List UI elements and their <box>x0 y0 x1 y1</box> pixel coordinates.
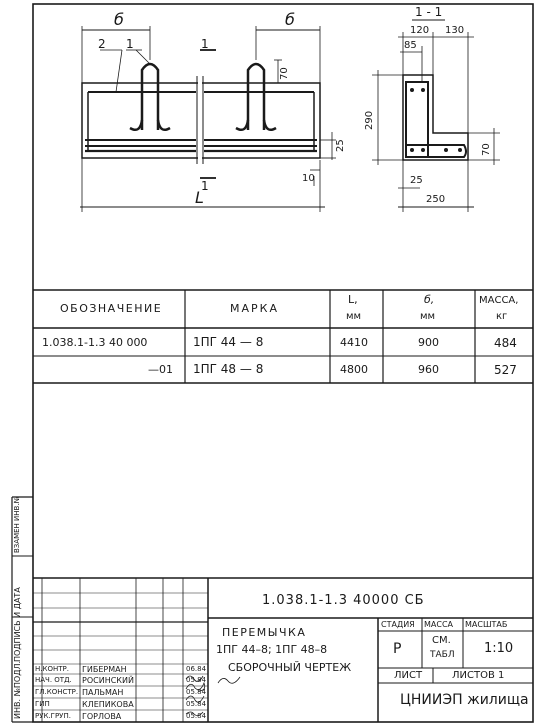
stage-header: СТАДИЯ <box>381 620 415 629</box>
dim-25-elev: 25 <box>335 139 346 152</box>
section-1-1 <box>372 19 500 212</box>
staff-name: КЛЕПИКОВА <box>82 700 134 709</box>
mass-header: МАССА <box>424 620 454 629</box>
staff-date: 05.84 <box>186 700 207 708</box>
margin-label-sign: ПОДПИСЬ И ДАТА <box>13 587 22 662</box>
th-mark: МАРКА <box>230 302 279 315</box>
margin-label-replace: ВЗАМЕН ИНВ.№ <box>13 496 21 553</box>
staff-name: РОСИНСКИЙ <box>82 676 134 685</box>
th-L-unit: мм <box>346 311 362 322</box>
th-mass-unit: кг <box>496 311 508 322</box>
dim-L: L <box>195 188 204 207</box>
row-2-designation: —01 <box>148 363 173 376</box>
mass-value-2: ТАБЛ <box>430 650 455 660</box>
sheet-header: ЛИСТ <box>394 670 423 681</box>
section-dim-70: 70 <box>481 143 492 156</box>
elevation-view <box>80 26 336 212</box>
staff-date: 05.84 <box>186 688 207 696</box>
row-1-b: 900 <box>418 336 439 349</box>
row-1-mark: 1ПГ 44 — 8 <box>193 335 264 349</box>
row-1-designation: 1.038.1-1.3 40 000 <box>42 336 148 349</box>
row-2-mark: 1ПГ 48 — 8 <box>193 362 264 376</box>
staff-name: ПАЛЬМАН <box>82 688 124 697</box>
mass-value-1: СМ. <box>432 635 451 646</box>
staff-role: РУК.ГРУП. <box>35 712 71 720</box>
callout-1: 1 <box>126 37 134 51</box>
sheet-frame <box>32 3 534 723</box>
title-name-3: СБОРОЧНЫЙ ЧЕРТЕЖ <box>228 661 352 674</box>
staff-role: ГИП <box>35 700 50 708</box>
margin-label-inv: ИНВ. №ПОДЛ. <box>13 660 22 719</box>
row-2-L: 4800 <box>340 363 368 376</box>
title-block-grid <box>33 577 533 722</box>
scale-header: МАСШТАБ <box>465 620 508 629</box>
row-1-L: 4410 <box>340 336 368 349</box>
th-mass: МАССА, <box>479 295 519 306</box>
dim-70-top: 70 <box>279 67 290 80</box>
section-dim-130: 130 <box>445 25 465 36</box>
dim-b-right: б <box>285 10 295 29</box>
section-dim-85: 85 <box>404 40 417 51</box>
staff-role: Н.КОНТР. <box>35 665 69 673</box>
section-mark-bottom: 1 <box>201 179 209 193</box>
section-dim-290: 290 <box>364 110 375 130</box>
section-dim-25: 25 <box>410 175 423 186</box>
section-dim-250: 250 <box>426 194 446 205</box>
dim-10: 10 <box>302 173 315 184</box>
staff-role: ГЛ.КОНСТР. <box>35 688 79 696</box>
spec-table-grid <box>33 289 533 384</box>
th-b-unit: мм <box>420 311 436 322</box>
doc-code: 1.038.1-1.3 40000 СБ <box>262 593 425 608</box>
signature-mark <box>217 676 241 684</box>
staff-date: 05.84 <box>186 676 207 684</box>
staff-name: ГИБЕРМАН <box>82 665 127 674</box>
sheets-header: ЛИСТОВ 1 <box>452 670 505 681</box>
row-2-mass: 527 <box>494 363 517 377</box>
staff-role: НАЧ. ОТД. <box>35 676 72 684</box>
staff-date: 06.84 <box>186 665 207 673</box>
th-designation: ОБОЗНАЧЕНИЕ <box>60 302 163 315</box>
stage-value: Р <box>393 641 402 657</box>
staff-date: 05.84 <box>186 712 207 720</box>
section-dim-120: 120 <box>410 25 430 36</box>
row-2-b: 960 <box>418 363 439 376</box>
org-name: ЦНИИЭП жилища <box>400 692 529 708</box>
title-name-1: ПЕРЕМЫЧКА <box>222 626 307 639</box>
th-L: L, <box>348 293 358 306</box>
section-mark-top: 1 <box>201 37 209 51</box>
dim-b-left: б <box>114 10 124 29</box>
th-b: б, <box>424 293 435 306</box>
staff-name: ГОРЛОВА <box>82 712 122 721</box>
callout-2: 2 <box>98 37 106 51</box>
section-title: 1 - 1 <box>415 5 443 19</box>
row-1-mass: 484 <box>494 336 517 350</box>
scale-value: 1:10 <box>484 641 514 656</box>
title-name-2: 1ПГ 44–8; 1ПГ 48–8 <box>216 643 328 656</box>
